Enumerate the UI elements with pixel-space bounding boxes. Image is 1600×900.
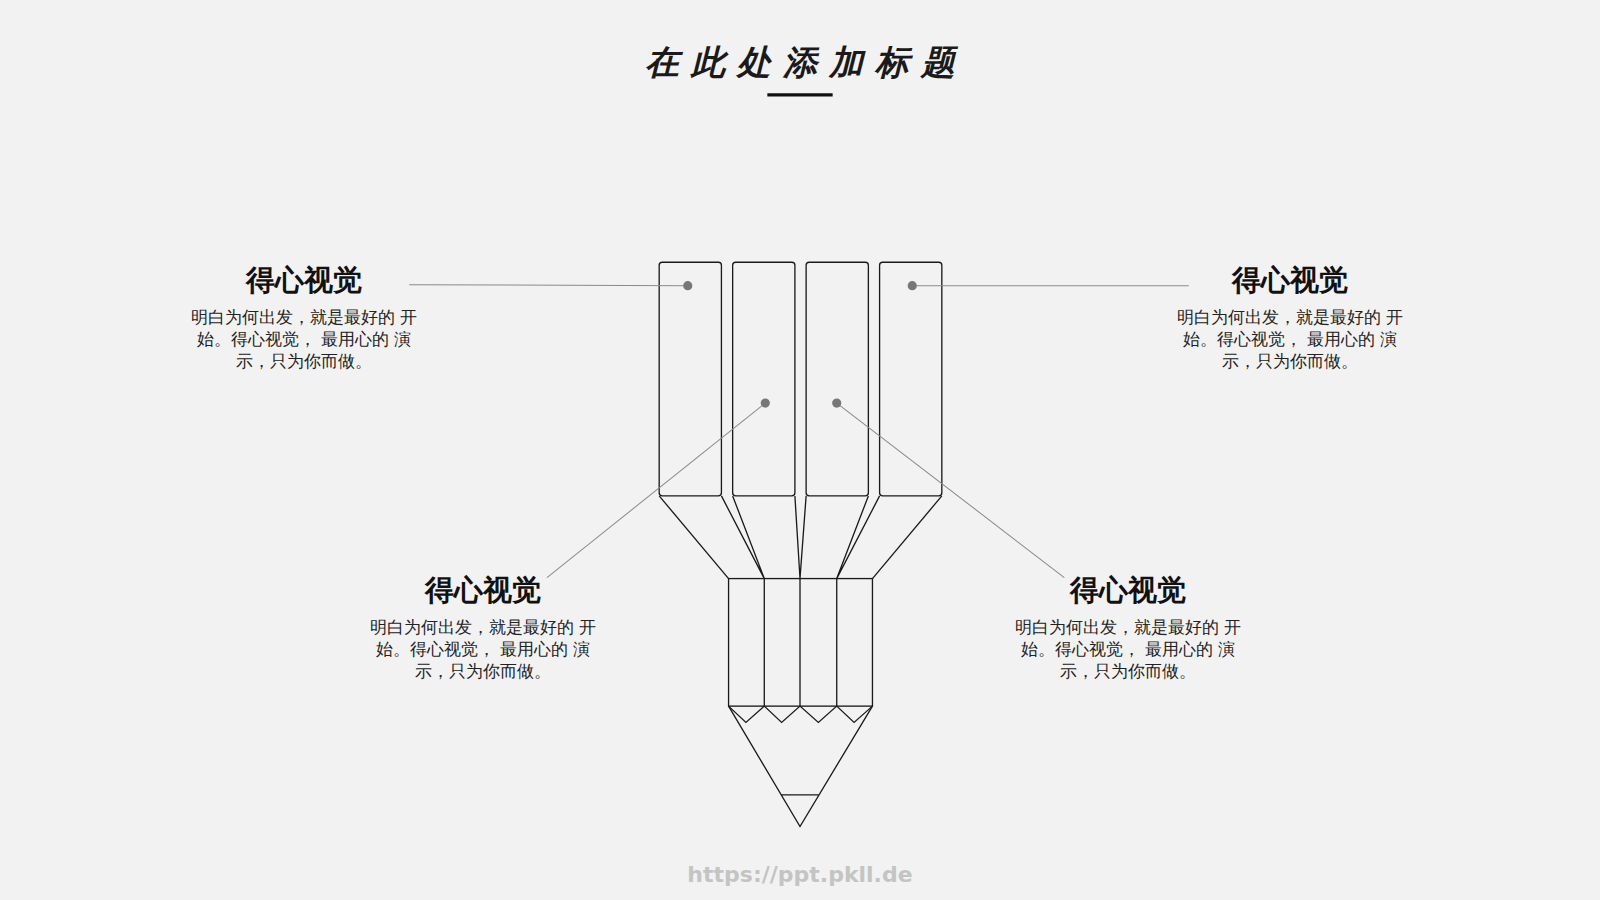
- leader-dot: [761, 398, 770, 407]
- leader-line: [409, 285, 688, 286]
- group-heading: 得心视觉: [179, 262, 429, 298]
- pencil-body-divider: [764, 579, 836, 707]
- leader-dots: [683, 281, 917, 408]
- leader-line: [547, 403, 765, 577]
- text-group: 得心视觉明白为何出发，就是最好的 开始。得心视觉， 最用心的 演示，只为你而做。: [1165, 262, 1415, 372]
- leader-dot: [832, 398, 841, 407]
- group-heading: 得心视觉: [1165, 262, 1415, 298]
- text-group: 得心视觉明白为何出发，就是最好的 开始。得心视觉， 最用心的 演示，只为你而做。: [179, 262, 429, 372]
- leader-line: [912, 285, 1189, 286]
- group-heading: 得心视觉: [358, 572, 608, 608]
- group-heading: 得心视觉: [1003, 572, 1253, 608]
- group-body: 明白为何出发，就是最好的 开始。得心视觉， 最用心的 演示，只为你而做。: [1174, 306, 1406, 372]
- pencil-column: [733, 262, 795, 496]
- pencil-column: [880, 262, 942, 496]
- leader-line: [837, 403, 1065, 577]
- text-group: 得心视觉明白为何出发，就是最好的 开始。得心视觉， 最用心的 演示，只为你而做。: [1003, 572, 1253, 682]
- leader-lines: [409, 285, 1189, 578]
- pencil-zigzag: [729, 706, 873, 722]
- leader-dot: [683, 281, 692, 290]
- pencil-tip: [729, 706, 873, 826]
- pencil-taper: [659, 496, 942, 579]
- pencil-column: [659, 262, 721, 496]
- leader-dot: [908, 281, 917, 290]
- watermark: https://ppt.pkll.de: [0, 862, 1600, 887]
- group-body: 明白为何出发，就是最好的 开始。得心视觉， 最用心的 演示，只为你而做。: [1012, 616, 1244, 682]
- group-body: 明白为何出发，就是最好的 开始。得心视觉， 最用心的 演示，只为你而做。: [188, 306, 420, 372]
- pencil-body: [729, 579, 873, 707]
- title-underline: [767, 93, 832, 96]
- slide-title: 在此处添加标题: [0, 40, 1600, 86]
- pencil-column: [806, 262, 868, 496]
- group-body: 明白为何出发，就是最好的 开始。得心视觉， 最用心的 演示，只为你而做。: [367, 616, 599, 682]
- pencil: [659, 262, 942, 826]
- text-group: 得心视觉明白为何出发，就是最好的 开始。得心视觉， 最用心的 演示，只为你而做。: [358, 572, 608, 682]
